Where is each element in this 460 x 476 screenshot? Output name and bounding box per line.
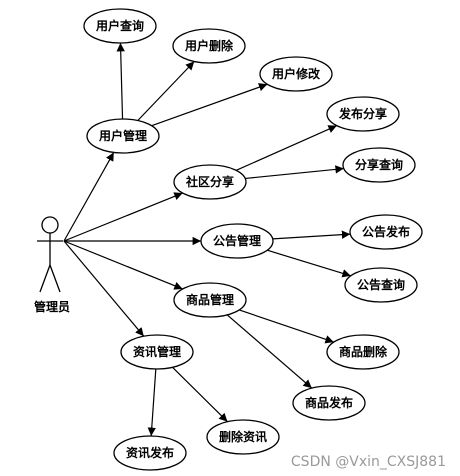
use-case-info-mgmt: 资讯管理 bbox=[120, 334, 194, 370]
use-case-goods-publish: 商品发布 bbox=[292, 385, 366, 421]
use-case-label: 用户删除 bbox=[184, 38, 234, 53]
use-case-label: 公告发布 bbox=[362, 224, 410, 239]
use-case-ellipse bbox=[342, 147, 416, 183]
use-case-user-modify: 用户修改 bbox=[259, 56, 333, 92]
use-case-label: 用户修改 bbox=[271, 66, 321, 81]
edge-info-mgmt-to-info-delete bbox=[172, 366, 228, 423]
use-case-ellipse bbox=[326, 96, 400, 132]
use-case-share-query: 分享查询 bbox=[342, 147, 416, 183]
use-case-ellipse bbox=[173, 164, 247, 200]
use-case-label: 商品删除 bbox=[339, 344, 388, 359]
use-case-ellipse bbox=[83, 8, 157, 44]
actor-head bbox=[41, 216, 59, 234]
use-case-ellipse bbox=[113, 435, 187, 471]
actor-left-leg bbox=[39, 264, 51, 293]
use-case-goods-delete: 商品删除 bbox=[326, 334, 400, 370]
use-case-notice-query: 公告查询 bbox=[344, 267, 418, 303]
edge-community-share-to-share-query bbox=[245, 165, 344, 180]
use-case-label: 用户查询 bbox=[95, 18, 144, 33]
use-case-label: 公告查询 bbox=[357, 277, 405, 292]
use-case-info-delete: 删除资讯 bbox=[206, 419, 280, 455]
use-case-notice-mgmt: 公告管理 bbox=[200, 223, 274, 259]
use-case-ellipse bbox=[172, 28, 246, 64]
edge-user-mgmt-to-user-query bbox=[116, 42, 125, 120]
use-case-label: 删除资讯 bbox=[219, 429, 267, 444]
use-case-label: 发布分享 bbox=[338, 106, 387, 121]
edge-actor-to-community-share bbox=[63, 192, 183, 242]
use-case-ellipse bbox=[292, 385, 366, 421]
edge-info-mgmt-to-info-publish bbox=[147, 368, 157, 437]
use-case-goods-mgmt: 商品管理 bbox=[173, 282, 247, 318]
actor-admin: 管理员 bbox=[34, 216, 70, 314]
use-case-label: 公告管理 bbox=[213, 233, 261, 248]
use-case-ellipse bbox=[173, 282, 247, 318]
use-case-publish-share: 发布分享 bbox=[326, 96, 400, 132]
use-case-label: 商品发布 bbox=[305, 395, 353, 410]
edge-actor-to-goods-mgmt bbox=[63, 240, 183, 290]
use-case-ellipse bbox=[349, 214, 423, 250]
use-case-ellipse bbox=[259, 56, 333, 92]
edge-actor-to-user-mgmt bbox=[63, 152, 115, 242]
use-case-user-query: 用户查询 bbox=[83, 8, 157, 44]
use-case-ellipse bbox=[200, 223, 274, 259]
use-case-label: 社区分享 bbox=[185, 174, 234, 189]
watermark: CSDN @Vxin_CXSJ881 bbox=[290, 454, 446, 470]
use-case-label: 商品管理 bbox=[186, 292, 234, 307]
use-case-ellipse bbox=[206, 419, 280, 455]
use-case-info-publish: 资讯发布 bbox=[113, 435, 187, 471]
use-case-ellipse bbox=[344, 267, 418, 303]
edge-actor-to-info-mgmt bbox=[63, 240, 145, 337]
edges-layer bbox=[63, 42, 351, 437]
use-case-label: 资讯发布 bbox=[126, 445, 174, 460]
edge-notice-mgmt-to-notice-publish bbox=[272, 230, 351, 240]
use-case-ellipse bbox=[326, 334, 400, 370]
edge-goods-mgmt-to-goods-delete bbox=[239, 309, 334, 344]
use-case-notice-publish: 公告发布 bbox=[349, 214, 423, 250]
edge-user-mgmt-to-user-delete bbox=[137, 61, 195, 121]
edge-goods-mgmt-to-goods-publish bbox=[226, 314, 313, 389]
actor-right-leg bbox=[49, 264, 61, 293]
use-case-ellipse bbox=[86, 118, 160, 154]
use-case-community-share: 社区分享 bbox=[173, 164, 247, 200]
use-case-label: 资讯管理 bbox=[133, 344, 181, 359]
use-case-ellipse bbox=[120, 334, 194, 370]
actor-label: 管理员 bbox=[34, 299, 70, 314]
edge-community-share-to-publish-share bbox=[235, 125, 338, 171]
edge-user-mgmt-to-user-modify bbox=[151, 83, 268, 127]
use-case-label: 分享查询 bbox=[355, 157, 403, 172]
use-case-user-mgmt: 用户管理 bbox=[86, 118, 160, 154]
edge-notice-mgmt-to-notice-query bbox=[267, 249, 351, 278]
use-case-label: 用户管理 bbox=[98, 128, 147, 143]
use-case-user-delete: 用户删除 bbox=[172, 28, 246, 64]
